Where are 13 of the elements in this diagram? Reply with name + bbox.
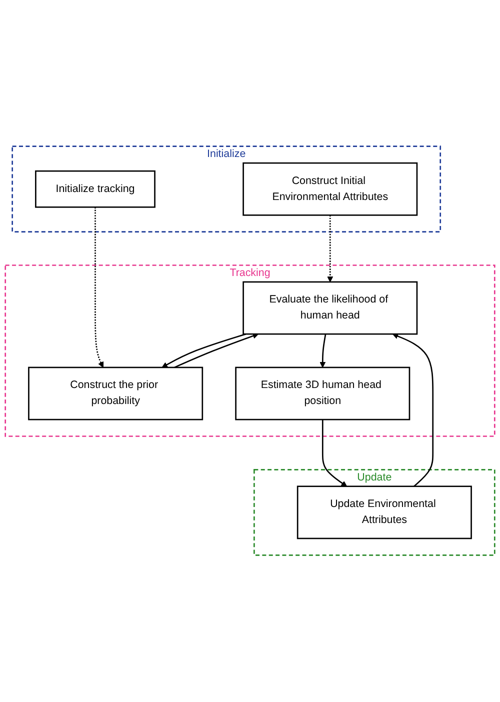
arrow [327, 215, 334, 282]
node-box: Construct the prior probability [28, 367, 204, 420]
node-box: Evaluate the likelihood of human head [242, 282, 418, 335]
arrow [94, 207, 104, 368]
arrow [392, 334, 434, 488]
arrow [174, 333, 258, 368]
node-box: Estimate 3D human head position [235, 367, 410, 420]
node-box: Initialize tracking [35, 170, 156, 208]
arrow [320, 334, 326, 368]
node-box: Construct Initial Environmental Attributes [242, 162, 418, 216]
node-box: Update Environmental Attributes [296, 486, 472, 540]
arrow [162, 334, 246, 368]
arrow [322, 420, 348, 487]
